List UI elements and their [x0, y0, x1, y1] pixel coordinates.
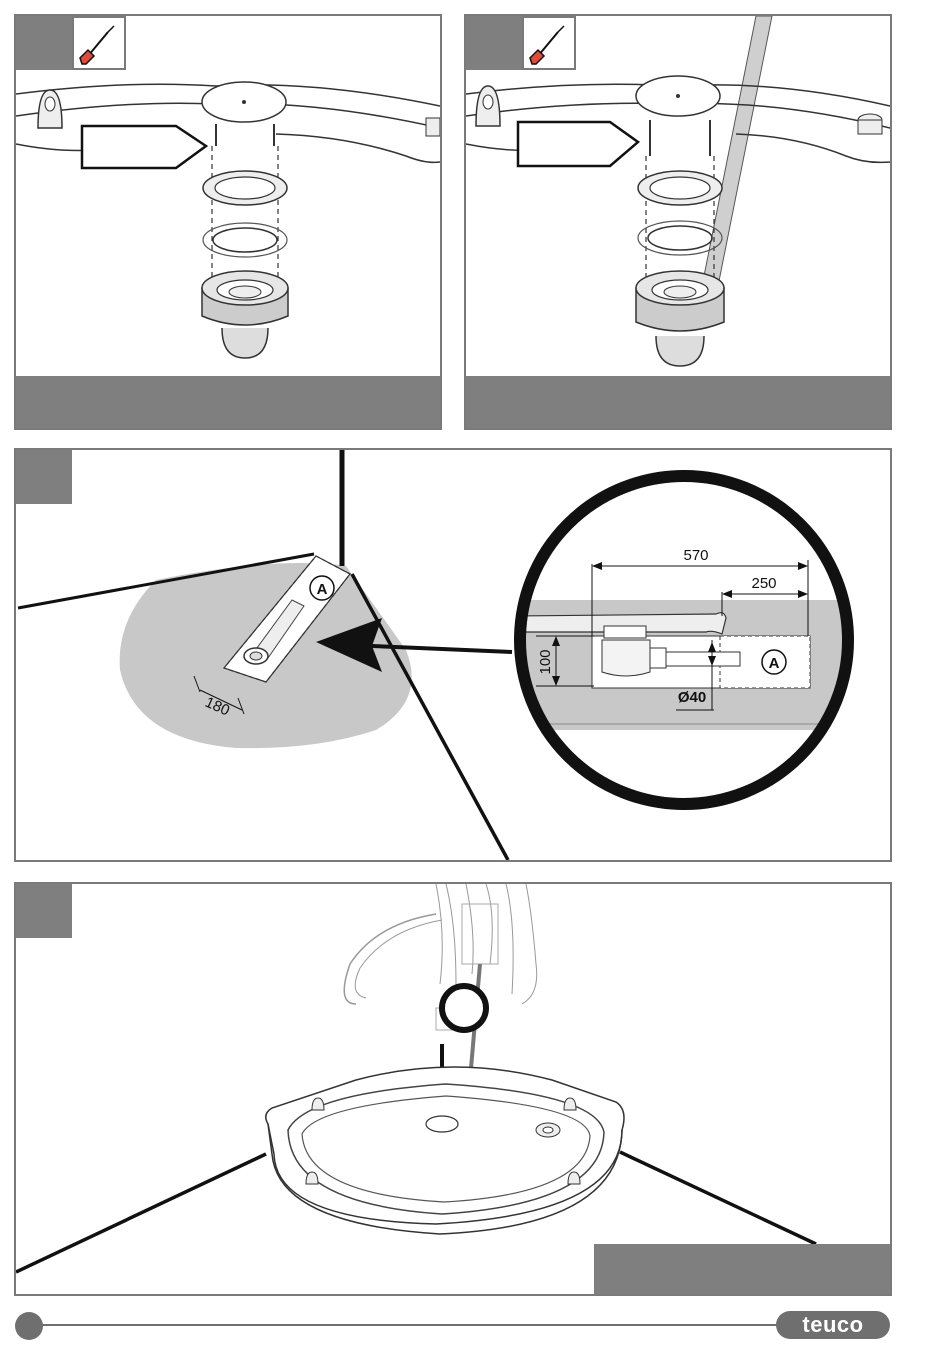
drain-exploded-illustration: [16, 16, 440, 376]
caption-bar: [16, 376, 440, 428]
panel-step-4: [14, 882, 892, 1296]
drain-with-pipe-illustration: [466, 16, 890, 376]
dim-offset-label: 250: [751, 575, 776, 592]
floor-preparation-illustration: A 180: [16, 450, 890, 860]
brand-logo: teuco: [776, 1311, 890, 1339]
page-marker-dot: [15, 1312, 43, 1340]
panel-step-1: [14, 14, 442, 430]
label-a-floor: A: [317, 581, 328, 598]
tray-installation-illustration: [16, 884, 890, 1294]
caption-bar: [594, 1244, 892, 1296]
footer-rule: [30, 1324, 790, 1326]
caption-bar: [466, 376, 890, 428]
dim-height-label: 100: [537, 649, 554, 674]
detail-marker-circle: [442, 986, 486, 1030]
dim-diameter-label: Ø40: [678, 689, 706, 706]
label-a-detail: A: [769, 655, 780, 672]
dim-length-label: 570: [683, 547, 708, 564]
panel-step-3: A 180: [14, 448, 892, 862]
panel-step-2: [464, 14, 892, 430]
